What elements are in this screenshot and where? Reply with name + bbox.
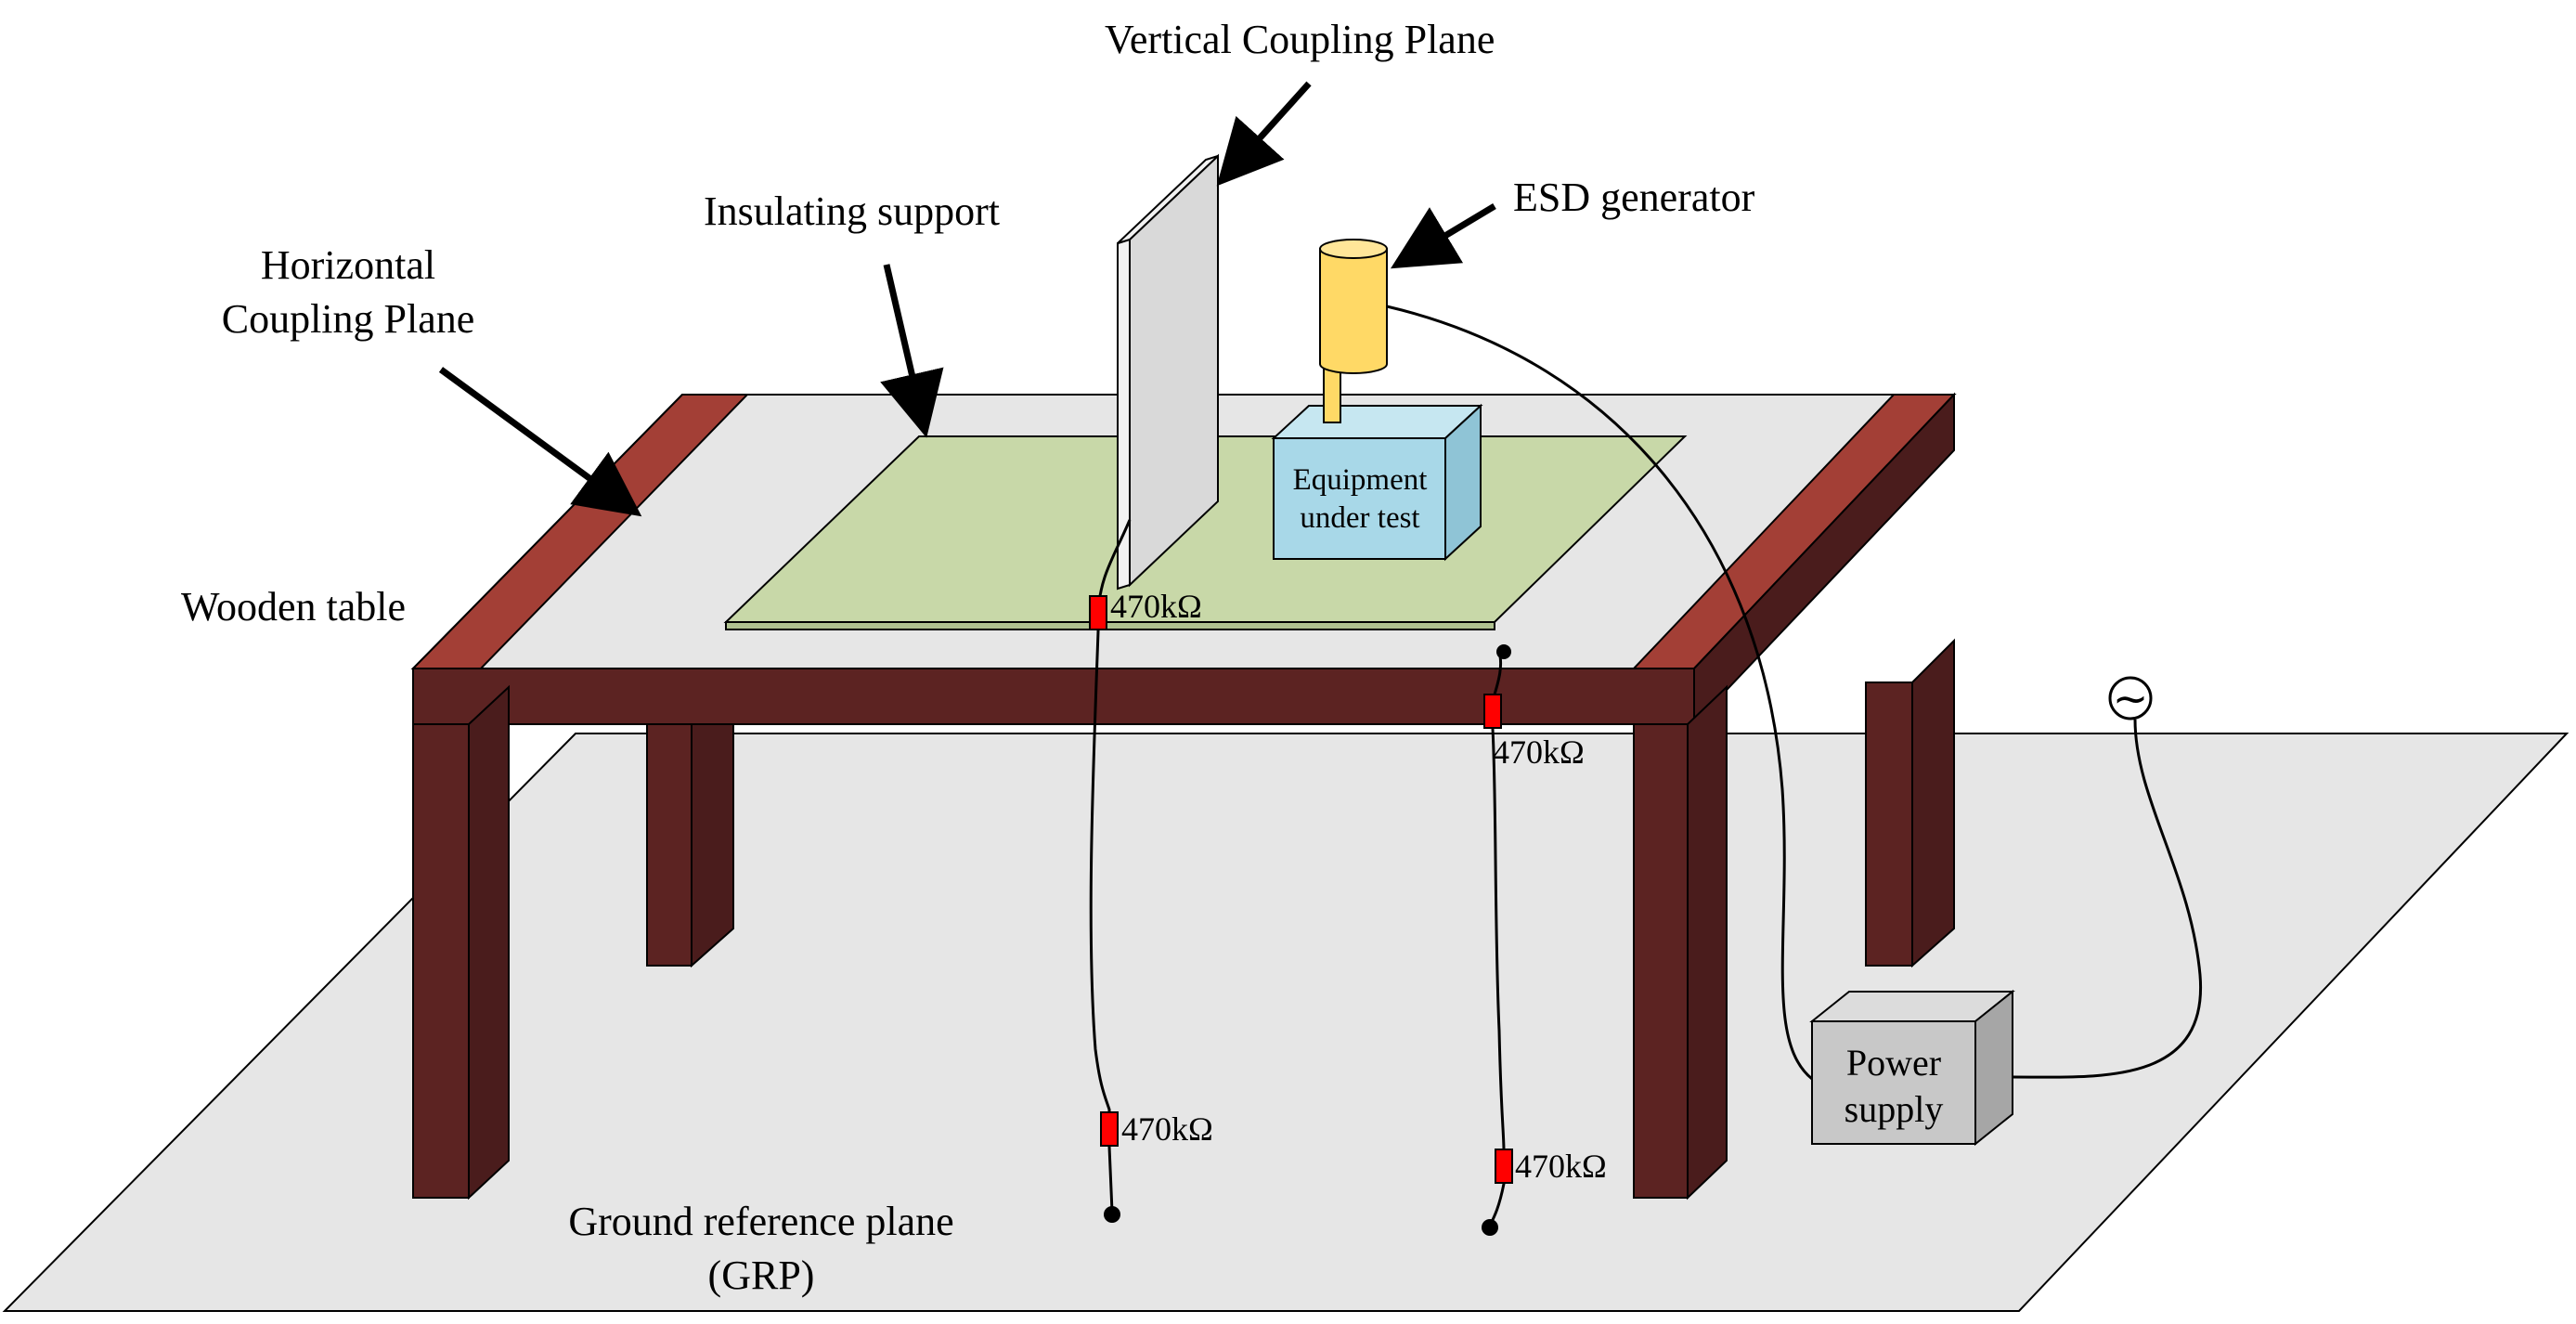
grp-label-line1: Ground reference plane [568,1199,953,1244]
ac-source-symbol: ~ [2113,673,2149,723]
esd-return-cable [1386,305,1813,1081]
vertical-coupling-plane-label: Vertical Coupling Plane [1105,17,1495,62]
table-back-legs [646,638,1955,968]
arrow-esd-generator [1390,202,1496,269]
resistor-vcp-bottom [1100,1111,1119,1147]
pointer-arrows [438,81,1496,517]
resistor-hcp-bottom-label: 470kΩ [1515,1148,1607,1185]
table-apron-right [1693,392,1955,727]
resistor-vcp-top-label: 470kΩ [1110,588,1202,625]
power-supply-label-line2: supply [1845,1088,1944,1130]
resistors: 470kΩ 470kΩ 470kΩ 470kΩ [1089,588,1607,1185]
esd-generator [1319,239,1388,423]
resistor-hcp-bottom [1495,1149,1513,1184]
table-front-legs [412,684,1728,1201]
wooden-table-label: Wooden table [181,584,406,630]
equipment-under-test: Equipment under test [1271,403,1483,562]
power-supply: Power supply [1809,989,2015,1147]
insulating-support-label: Insulating support [704,188,1000,234]
arrow-vertical-coupling-plane [1216,81,1312,187]
power-supply-label-line1: Power [1846,1042,1941,1084]
resistor-vcp-top [1089,595,1107,630]
horizontal-coupling-plane-label-line1: Horizontal [261,242,435,288]
horizontal-coupling-plane-label-line2: Coupling Plane [222,296,475,342]
arrow-horizontal-coupling-plane [438,367,642,517]
resistor-hcp-top [1483,694,1502,729]
power-mains-cable [2012,719,2203,1079]
arrow-insulating-support [880,264,944,438]
ac-source-icon: ~ [2108,673,2153,723]
cable-terminals [1104,644,1511,1236]
ground-reference-plane [2,733,2570,1312]
resistor-hcp-top-label: 470kΩ [1493,733,1585,771]
esd-generator-label: ESD generator [1513,175,1755,220]
grp-label-line2: (GRP) [708,1253,815,1298]
eut-label-line1: Equipment [1293,463,1428,497]
vcp-ground-cable [1089,519,1132,1213]
eut-label-line2: under test [1300,501,1419,535]
resistor-vcp-bottom-label: 470kΩ [1121,1110,1213,1148]
